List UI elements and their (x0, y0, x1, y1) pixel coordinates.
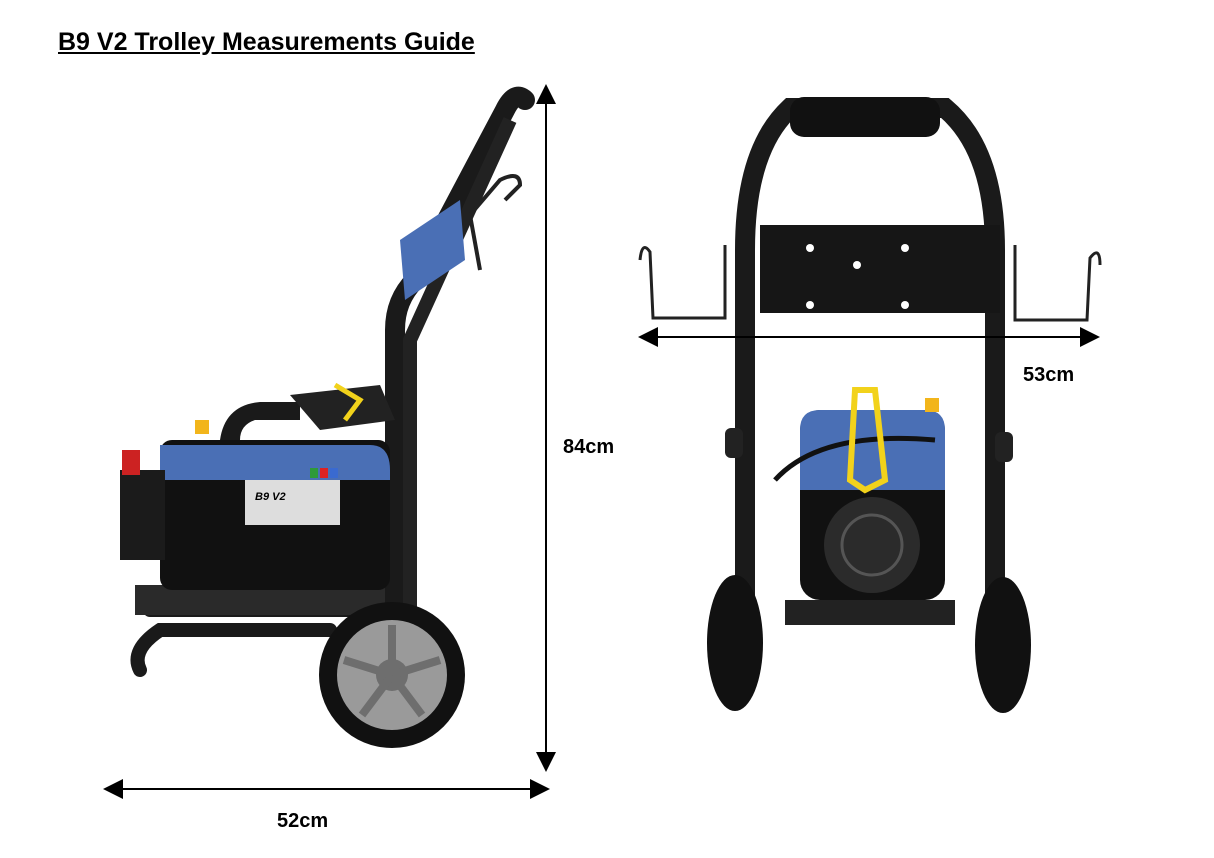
height-label: 84cm (563, 436, 615, 458)
page-title: B9 V2 Trolley Measurements Guide (58, 28, 475, 56)
product-label: B9 V2 (255, 491, 286, 503)
front-left-wheel (707, 575, 763, 711)
side-view-trolley: B9 V2 (120, 86, 535, 748)
front-view-trolley (638, 97, 1102, 713)
depth-label: 52cm (277, 810, 329, 832)
front-right-wheel (975, 577, 1031, 713)
width-label: 53cm (1023, 364, 1075, 386)
